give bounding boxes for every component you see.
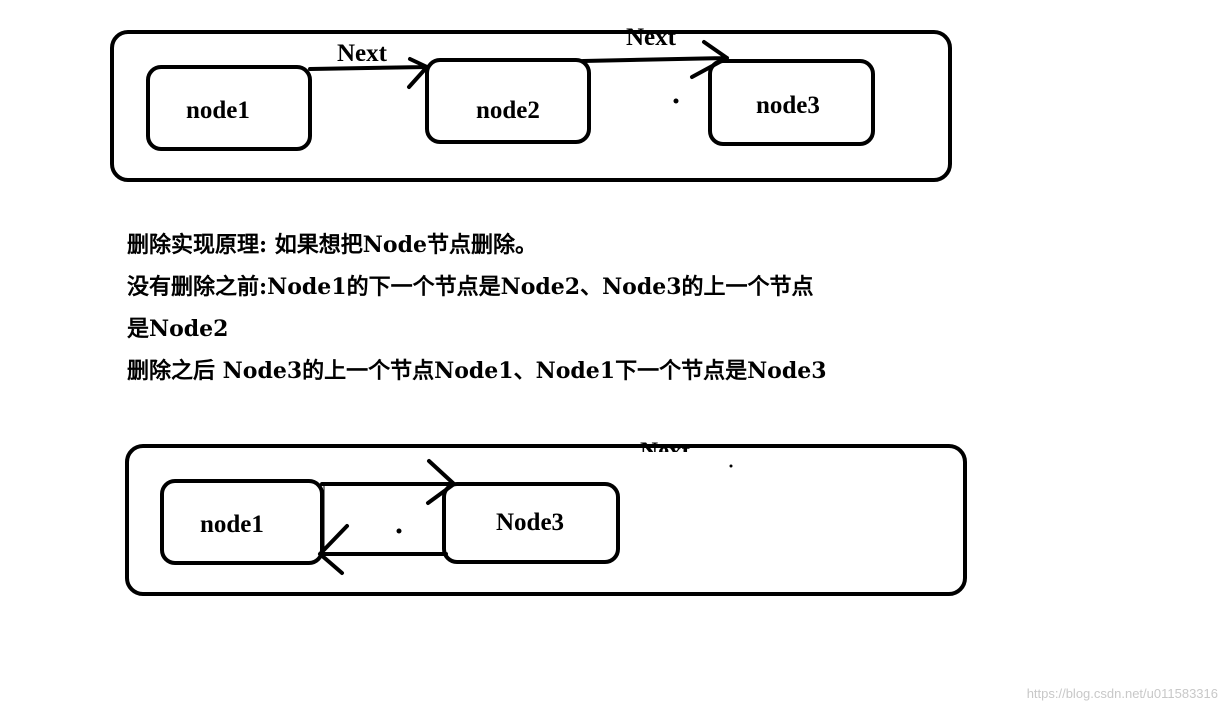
stray-dot-top bbox=[673, 98, 679, 104]
forward-arrow bbox=[320, 459, 456, 505]
after-node3-label: Node3 bbox=[496, 509, 564, 536]
after-node1-box bbox=[160, 479, 324, 565]
after-deletion-diagram bbox=[125, 444, 967, 596]
watermark: https://blog.csdn.net/u011583316 bbox=[1026, 686, 1218, 701]
svg-text:Next: Next bbox=[640, 438, 691, 465]
after-node1-label: node1 bbox=[200, 511, 264, 538]
stray-dot-bottom bbox=[396, 528, 402, 534]
explanation-line-2: 没有删除之前:Node1的下一个节点是Node2、Node3的上一个节点 bbox=[127, 274, 814, 300]
before-deletion-diagram bbox=[110, 30, 952, 182]
backward-arrow bbox=[318, 524, 448, 575]
node1-label: node1 bbox=[186, 97, 250, 124]
node1-box bbox=[146, 65, 312, 151]
next-label-1: Next bbox=[337, 40, 388, 67]
deletion-explanation: 删除实现原理: 如果想把Node节点删除。 没有删除之前:Node1的下一个节点… bbox=[127, 224, 1007, 392]
node2-box bbox=[425, 58, 591, 144]
explanation-line-4: 删除之后 Node3的上一个节点Node1、Node1下一个节点是Node3 bbox=[127, 358, 827, 384]
node3-label: node3 bbox=[756, 92, 820, 119]
node2-label: node2 bbox=[476, 97, 540, 124]
next-arrow-1 bbox=[308, 57, 429, 89]
before-container-frame bbox=[110, 30, 952, 182]
next-arrow-2 bbox=[581, 40, 729, 79]
node3-box bbox=[708, 59, 875, 146]
clipped-next-label: Next bbox=[640, 438, 691, 465]
explanation-line-1: 删除实现原理: 如果想把Node节点删除。 bbox=[127, 232, 537, 258]
stray-dot-corner bbox=[729, 464, 733, 468]
after-container-frame bbox=[125, 444, 967, 596]
next-label-2: Next bbox=[626, 24, 677, 51]
explanation-line-3: 是Node2 bbox=[127, 316, 229, 342]
after-node3-box bbox=[442, 482, 620, 564]
